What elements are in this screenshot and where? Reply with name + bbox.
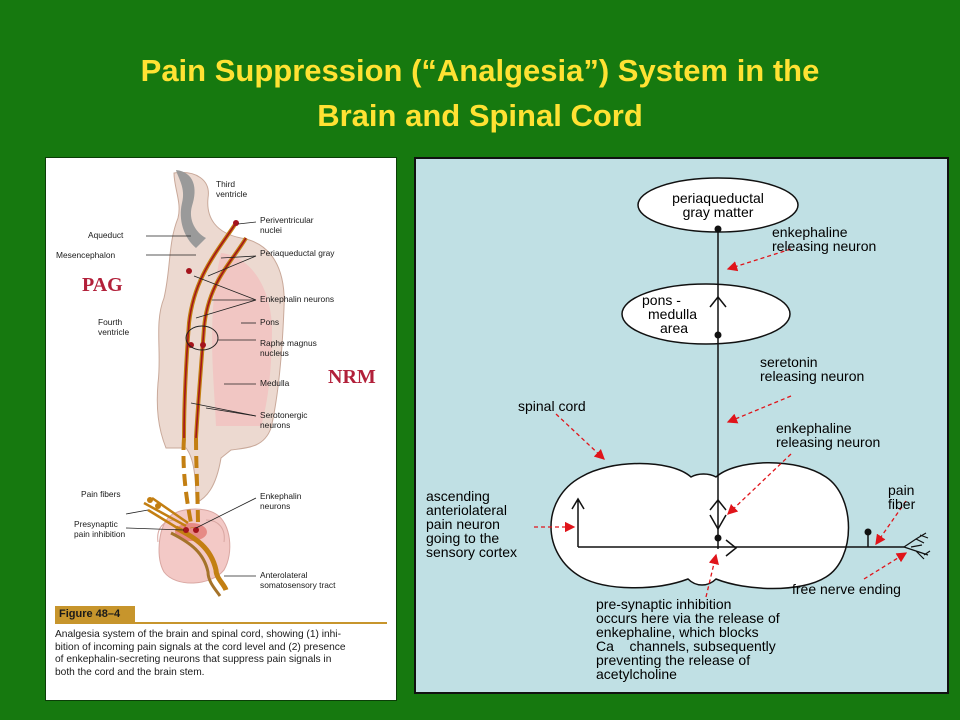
brainstem-illustration <box>125 170 285 597</box>
third-ventricle-shape <box>176 170 206 248</box>
ascending-neuron <box>571 497 904 548</box>
label-medulla: Medulla <box>260 378 290 388</box>
free-nerve-ending <box>903 532 931 560</box>
label-serotonergic: Serotonergic neurons <box>260 410 308 430</box>
synapse-fork-pons <box>709 295 727 308</box>
pons-medulla-ellipse <box>621 283 791 345</box>
raphe-nucleus-outline <box>185 325 219 351</box>
pain-fiber-lines <box>143 496 189 534</box>
label-pain-fiber: pain fiber <box>888 482 916 512</box>
figure-number: Figure 48–4 <box>55 606 135 623</box>
analgesia-schematic: periaqueductal gray matter enkephaline r… <box>414 157 949 694</box>
label-periaqueductal-gray: Periaqueductal gray <box>260 248 335 258</box>
label-pag: PAG <box>82 274 123 296</box>
figure-rule <box>55 622 387 624</box>
textbook-figure: Third ventricle Aqueduct Mesencephalon P… <box>45 157 397 701</box>
label-third-ventricle: Third ventricle <box>216 179 248 199</box>
label-raphe-magnus: Raphe magnus nucleus <box>260 338 317 358</box>
label-pons-medulla-area: pons - medulla area <box>642 292 698 336</box>
synapse-fork-cord <box>709 498 727 511</box>
leader-lines <box>125 221 257 577</box>
label-ascending-neuron: ascending anteriolateral pain neuron goi… <box>426 488 518 560</box>
label-periventricular: Periventricular nuclei <box>260 215 314 235</box>
label-seretonin: seretonin releasing neuron <box>760 354 865 384</box>
spinal-cord-shape <box>158 508 231 584</box>
schematic-drawing <box>534 177 931 598</box>
title-line-2: Brain and Spinal Cord <box>317 98 643 133</box>
red-dashed-arrows <box>534 248 908 598</box>
descending-dashed-tract <box>181 437 194 529</box>
label-enkephaline-bottom: enkephaline releasing neuron <box>776 420 881 450</box>
label-free-nerve-ending: free nerve ending <box>792 581 901 597</box>
title-line-1: Pain Suppression (“Analgesia”) System in… <box>140 53 820 88</box>
medulla-shape <box>212 253 272 426</box>
figure-caption: Analgesia system of the brain and spinal… <box>55 629 346 678</box>
label-spinal-cord: spinal cord <box>518 398 586 414</box>
label-nrm: NRM <box>328 366 376 388</box>
label-anterolateral: Anterolateral somatosensory tract <box>260 570 336 590</box>
label-periaqueductal-gray-matter: periaqueductal gray matter <box>672 190 764 220</box>
label-presynaptic: Presynaptic pain inhibition <box>74 519 126 539</box>
label-pain-fibers: Pain fibers <box>81 489 121 499</box>
label-pons: Pons <box>260 317 280 327</box>
label-enkephalin-cord: Enkephalin neurons <box>260 491 302 511</box>
label-presynaptic-inhibition: pre-synaptic inhibition occurs here via … <box>596 596 780 682</box>
label-enkephalin-neurons: Enkephalin neurons <box>260 294 335 304</box>
label-aqueduct: Aqueduct <box>88 230 124 240</box>
label-enkephaline-top: enkephaline releasing neuron <box>772 224 877 254</box>
label-fourth-ventricle: Fourth ventricle <box>98 317 130 337</box>
spinal-cord-outline <box>550 462 850 590</box>
slide-title: Pain Suppression (“Analgesia”) System in… <box>0 48 960 138</box>
anterolateral-tract <box>174 525 229 592</box>
label-mesencephalon: Mesencephalon <box>56 250 116 260</box>
